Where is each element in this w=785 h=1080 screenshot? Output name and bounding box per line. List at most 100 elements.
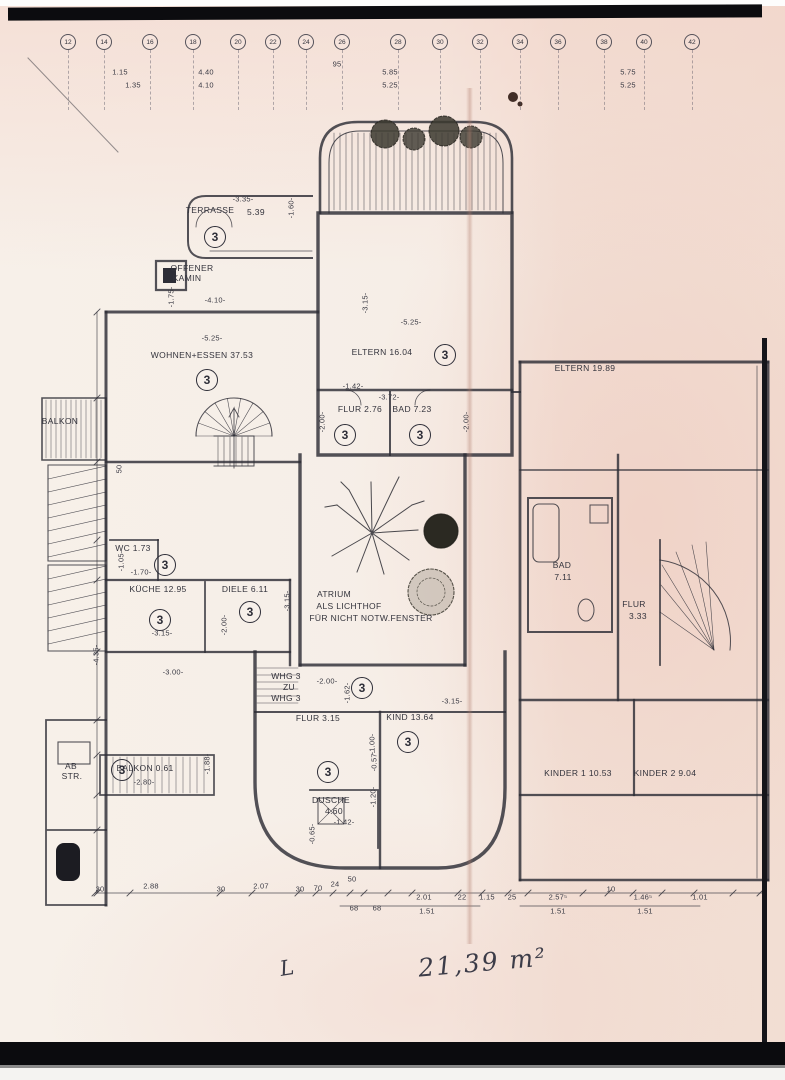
grid-line (306, 50, 307, 110)
unit-number-circle: 3 (409, 424, 431, 446)
scan-artifact-bottom-bar (0, 1042, 785, 1065)
top-dimension-label: 5.75 (620, 67, 636, 77)
room-label: KIND 13.64 (386, 711, 434, 722)
top-dimension-label: 5.25 (382, 80, 398, 90)
dimension-label: -4.35- (91, 644, 101, 666)
top-dimension-label: 5.25 (620, 80, 636, 90)
dimension-label: -3.35- (232, 194, 254, 204)
top-dimension-label: 4.10 (198, 80, 214, 90)
grid-axis-marker: 32 (472, 34, 488, 50)
room-label: FLUR (622, 598, 646, 609)
top-dimension-label: 1.35 (125, 80, 141, 90)
bottom-dimension-label: 22 (457, 892, 467, 902)
room-label: ATRIUM (316, 588, 352, 599)
bottom-dimension-label: 68 (349, 903, 359, 913)
grid-line (520, 50, 521, 110)
grid-line (150, 50, 151, 110)
room-label: KÜCHE 12.95 (129, 583, 187, 594)
room-label: TERRASSE (185, 204, 235, 215)
bottom-dimension-label: 24 (330, 879, 340, 889)
room-label: 3.33 (629, 610, 647, 621)
dimension-label: -1.70- (130, 567, 152, 577)
dimension-label: -3.72- (378, 392, 400, 402)
dimension-label: -3.00- (162, 667, 184, 677)
grid-axis-marker: 42 (684, 34, 700, 50)
bottom-dimension-label: 1.01 (692, 892, 708, 902)
bottom-dimension-label: 1.51 (637, 906, 653, 916)
top-dimension-label: 4.40 (198, 67, 214, 77)
grid-axis-marker: 30 (432, 34, 448, 50)
room-label: DUSCHE (312, 794, 350, 805)
grid-axis-marker: 40 (636, 34, 652, 50)
bottom-dimension-label: 30 (216, 884, 226, 894)
unit-number-circle: 3 (154, 554, 176, 576)
grid-line (440, 50, 441, 110)
unit-number-circle: 3 (111, 759, 133, 781)
grid-axis-marker: 36 (550, 34, 566, 50)
grid-line (558, 50, 559, 110)
scan-margin-top (0, 0, 785, 6)
dimension-label: -1.60- (286, 197, 296, 219)
room-label: ELTERN 16.04 (351, 346, 413, 357)
grid-axis-marker: 14 (96, 34, 112, 50)
grid-axis-marker: 12 (60, 34, 76, 50)
scan-artifact-bottom-edge (0, 1065, 785, 1068)
room-label: FLUR 3.15 (295, 712, 341, 723)
dimension-label: -4.10- (204, 295, 226, 305)
grid-line (398, 50, 399, 110)
room-label: FLUR 2.76 (337, 403, 383, 414)
scan-artifact-right-edge (762, 338, 767, 1042)
room-label: KINDER 1 10.53 (544, 767, 612, 778)
grid-line (644, 50, 645, 110)
bottom-dimension-label: 2.07 (253, 881, 269, 891)
dimension-label: -5.25- (400, 317, 422, 327)
dimension-label: -3.15- (360, 292, 370, 314)
unit-number-circle: 3 (196, 369, 218, 391)
grid-axis-marker: 16 (142, 34, 158, 50)
grid-line (480, 50, 481, 110)
dimension-label: -1.05- (116, 550, 126, 572)
grid-axis-marker: 24 (298, 34, 314, 50)
grid-line (604, 50, 605, 110)
bottom-dimension-label: 2.57⁵ (548, 892, 568, 902)
dimension-label: -1.20- (368, 786, 378, 808)
room-label: BALKON 0.61 (116, 762, 174, 773)
bottom-dimension-label: 1.15 (479, 892, 495, 902)
grid-line (692, 50, 693, 110)
room-label: ALS LICHTHOF (316, 600, 382, 611)
grid-axis-marker: 18 (185, 34, 201, 50)
bottom-dimension-label: 1.51 (550, 906, 566, 916)
room-label: WHG 3 (271, 692, 301, 703)
dimension-label: 50 (114, 464, 124, 474)
dimension-label: -1.42- (333, 817, 355, 827)
room-label: WHG 3 (271, 670, 301, 681)
unit-number-circle: 3 (239, 601, 261, 623)
dimension-label: -0.57- (369, 750, 379, 772)
bottom-dimension-label: 70 (313, 883, 323, 893)
room-label: BALKON (41, 415, 79, 426)
dimension-label: -2.00- (219, 614, 229, 636)
room-label: OFFENER (170, 262, 214, 273)
bottom-dimension-label: 2.88 (143, 881, 159, 891)
bottom-dimension-label: 25 (507, 892, 517, 902)
bottom-dimension-label: 30 (95, 884, 105, 894)
room-label: ZU (282, 681, 296, 692)
bottom-dimension-label: 2.01 (416, 892, 432, 902)
grid-line (238, 50, 239, 110)
dimension-label: -1.62- (342, 682, 352, 704)
room-label: FÜR NICHT NOTW.FENSTER (309, 612, 433, 623)
grid-line (104, 50, 105, 110)
grid-line (68, 50, 69, 110)
grid-line (273, 50, 274, 110)
dimension-label: -3.15- (151, 628, 173, 638)
room-label: KINDER 2 9.04 (633, 767, 697, 778)
top-dimension-label: 1.15 (112, 67, 128, 77)
bottom-dimension-label: 68 (372, 903, 382, 913)
room-label: 4.60 (325, 805, 343, 816)
grid-line (193, 50, 194, 110)
dimension-label: -0.65- (307, 823, 317, 845)
room-label: 5.39 (247, 206, 265, 217)
